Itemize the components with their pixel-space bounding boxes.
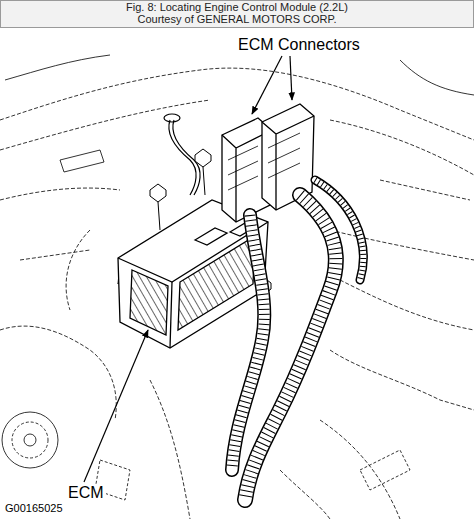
leader-line bbox=[84, 56, 292, 482]
engine-outline bbox=[0, 68, 474, 519]
credit-line: Courtesy of GENERAL MOTORS CORP. bbox=[137, 13, 336, 26]
wiring-harness bbox=[232, 180, 363, 500]
header-bar bbox=[1, 1, 474, 28]
figure-title: Fig. 8: Locating Engine Control Module (… bbox=[126, 1, 348, 14]
part-label: ECM Connectors bbox=[236, 36, 362, 54]
part-label: ECM bbox=[66, 484, 106, 502]
ground-wire bbox=[164, 114, 200, 195]
figure-number: G00165025 bbox=[3, 502, 65, 515]
engine-parts bbox=[2, 55, 474, 500]
